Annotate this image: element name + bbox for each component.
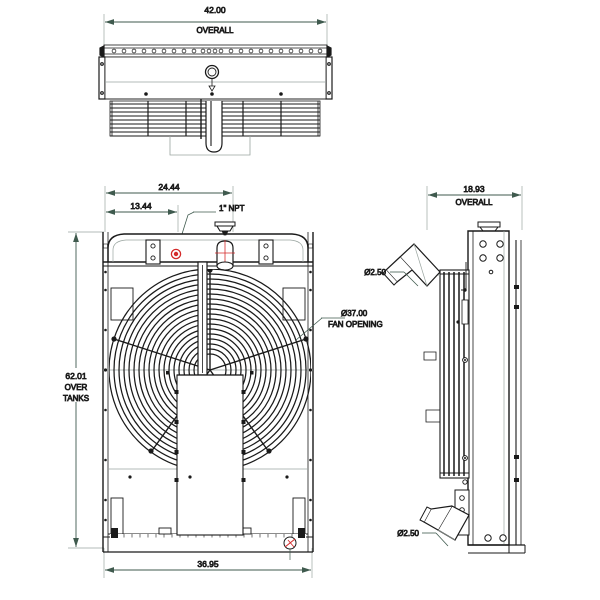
top-view: 42.00 OVERALL xyxy=(98,5,333,156)
dim-side-overall-value: 18.93 xyxy=(463,184,485,194)
front-fill-cap-top xyxy=(214,221,236,236)
callout-outlet-dia: Ø2.50 xyxy=(397,529,449,547)
callout-fan-dia: Ø37.00 xyxy=(341,309,368,318)
side-inlet-pipe xyxy=(382,243,441,287)
top-shroud-outline xyxy=(169,136,251,156)
dim-front-1344-value: 13.44 xyxy=(130,201,152,211)
dim-front-height-note2: TANKS xyxy=(63,394,89,403)
dim-front-2444: 24.44 xyxy=(104,182,234,232)
dim-top-overall-value: 42.00 xyxy=(204,5,226,15)
callout-inlet-dia: Ø2.50 xyxy=(364,268,419,287)
front-side-plate-left xyxy=(110,287,134,321)
front-bracket-left xyxy=(145,239,161,265)
side-top-cap xyxy=(477,221,501,232)
front-side-plate-right xyxy=(282,287,306,321)
top-filler-cap xyxy=(204,64,220,92)
dim-front-2444-value: 24.44 xyxy=(158,182,180,192)
top-right-bracket xyxy=(325,45,333,100)
callout-fan-label: FAN OPENING xyxy=(328,320,383,329)
dim-front-1344: 13.44 xyxy=(106,201,179,232)
top-bolt-holes xyxy=(111,48,323,54)
front-bottom-bolt-strip xyxy=(110,527,306,538)
front-rail-rivets xyxy=(103,243,313,522)
front-center-shroud xyxy=(166,261,254,536)
dim-front-height-note1: OVER xyxy=(65,383,88,392)
dim-front-3695: 36.95 xyxy=(103,548,313,578)
top-left-bracket xyxy=(98,45,106,100)
side-bottom-bolts xyxy=(484,534,507,542)
dim-front-height: 62.01 OVER TANKS xyxy=(58,231,104,549)
side-right-rail xyxy=(514,240,522,545)
front-npt-port xyxy=(170,248,182,260)
side-bolt-pattern xyxy=(479,240,504,275)
front-bracket-right xyxy=(258,239,274,265)
front-drain-port xyxy=(283,536,297,560)
callout-npt-label: 1" NPT xyxy=(219,204,245,213)
front-fill-neck xyxy=(215,240,235,271)
dim-side-overall-note: OVERALL xyxy=(456,198,493,207)
dim-top-overall-note: OVERALL xyxy=(197,26,234,35)
callout-fan-opening: Ø37.00 FAN OPENING xyxy=(295,309,383,341)
callout-inlet-dia-label: Ø2.50 xyxy=(364,268,386,277)
dim-side-overall: 18.93 OVERALL xyxy=(426,184,523,230)
side-outlet-pipe xyxy=(419,505,470,541)
dim-front-3695-value: 36.95 xyxy=(197,559,219,569)
dim-top-overall: 42.00 OVERALL xyxy=(103,5,328,48)
top-mount-dots xyxy=(144,92,283,96)
dim-front-height-value: 62.01 xyxy=(65,371,87,381)
top-outlet-pipe xyxy=(205,101,223,153)
front-top-tank xyxy=(103,233,313,267)
side-view: 18.93 OVERALL xyxy=(364,184,526,554)
callout-outlet-dia-label: Ø2.50 xyxy=(397,529,419,538)
front-guard-mounts xyxy=(128,475,289,479)
front-view: 24.44 13.44 1" NPT 62.01 OVER TANKS xyxy=(58,182,383,578)
